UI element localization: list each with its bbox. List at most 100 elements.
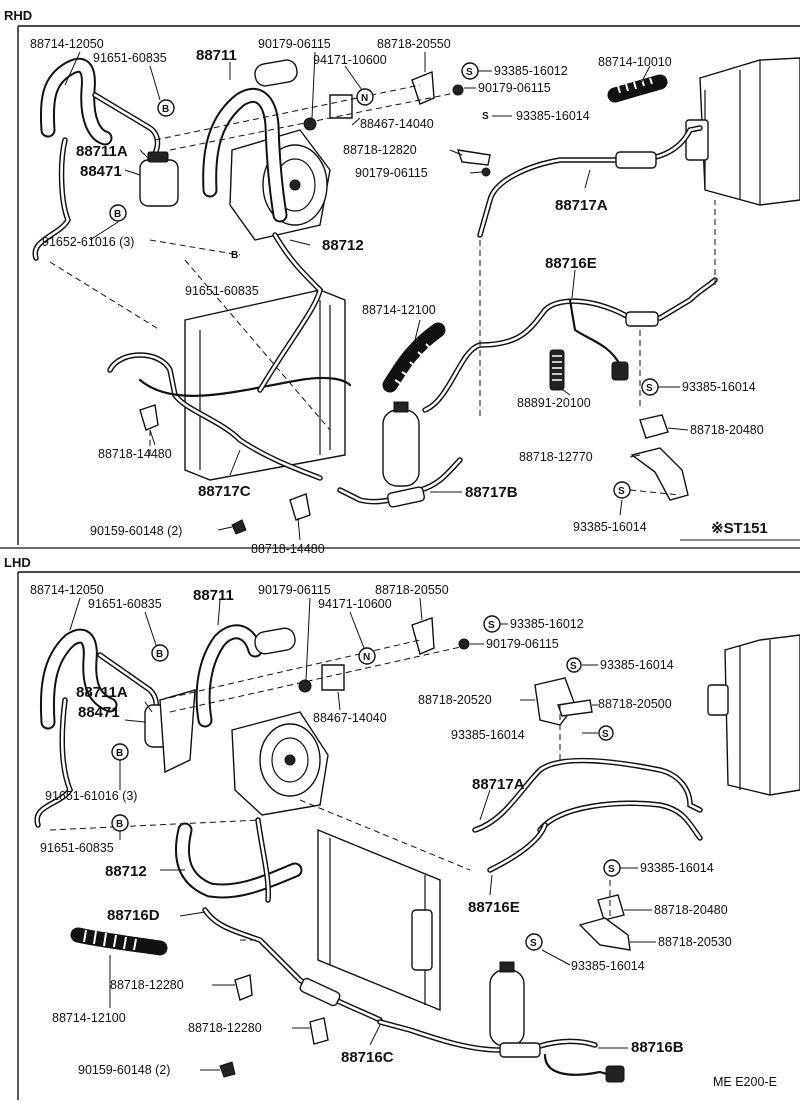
rhd-label-88712: 88712 bbox=[322, 237, 364, 254]
rhd-bracket-88718-12820 bbox=[456, 149, 491, 166]
rhd-label-88714-12100: 88714-12100 bbox=[362, 303, 436, 317]
rhd-marker-s2: S bbox=[482, 111, 489, 122]
lhd-label-88718-12280-a: 88718-12280 bbox=[110, 978, 184, 992]
lhd-label-88711: 88711 bbox=[193, 587, 234, 604]
lhd-label-88718-20520: 88718-20520 bbox=[418, 693, 492, 707]
rhd-label-88716E: 88716E bbox=[545, 255, 597, 272]
rhd-label-90159-60148: 90159-60148 (2) bbox=[90, 524, 182, 538]
lhd-label-88718-12280-b: 88718-12280 bbox=[188, 1021, 262, 1035]
lhd-evaporator-unit bbox=[707, 634, 800, 796]
rhd-bracket-88718-20550 bbox=[411, 70, 435, 105]
rhd-filter-88471 bbox=[139, 159, 179, 207]
rhd-label-88891-20100: 88891-20100 bbox=[517, 396, 591, 410]
lhd-label-88716C: 88716C bbox=[341, 1049, 394, 1066]
lhd-label-93385-16014-d: 93385-16014 bbox=[571, 959, 645, 973]
lhd-marker-s2: S bbox=[570, 661, 577, 672]
lhd-label-88467-14040: 88467-14040 bbox=[313, 711, 387, 725]
rhd-marker-b1: B bbox=[162, 104, 169, 115]
lhd-label-88471: 88471 bbox=[78, 704, 120, 721]
lhd-label-88714-12100: 88714-12100 bbox=[52, 1011, 126, 1025]
lhd-label-88716B: 88716B bbox=[631, 1039, 684, 1056]
lhd-cushion-88467-14040 bbox=[321, 664, 345, 691]
lhd-bracket-88718-20550 bbox=[411, 617, 435, 655]
lhd-marker-s5: S bbox=[530, 938, 537, 949]
rhd-nut-90179-06115-a bbox=[303, 117, 317, 131]
lhd-receiver bbox=[489, 961, 525, 1047]
lhd-marker-n: N bbox=[363, 652, 370, 663]
rhd-marker-b3: B bbox=[231, 250, 238, 261]
rhd-label-88718-20550: 88718-20550 bbox=[377, 37, 451, 51]
rhd-clamp-88718-14480-b bbox=[289, 493, 311, 521]
lhd-label-88718-20530: 88718-20530 bbox=[658, 935, 732, 949]
rhd-label-88718-14480-b: 88718-14480 bbox=[251, 542, 325, 556]
rhd-clamp-88718-14480-a bbox=[139, 404, 159, 431]
lhd-label-88718-20500: 88718-20500 bbox=[598, 697, 672, 711]
lhd-marker-s1: S bbox=[488, 620, 495, 631]
lhd-hose-cover-88714-12100 bbox=[70, 927, 168, 956]
lhd-clamp-88718-20480 bbox=[597, 894, 625, 921]
lhd-label-88712: 88712 bbox=[105, 863, 147, 880]
rhd-marker-n: N bbox=[361, 93, 368, 104]
rhd-label-93385-16014-b: 93385-16014 bbox=[682, 380, 756, 394]
lhd-label-91651-61016: 91651-61016 (3) bbox=[45, 789, 137, 803]
section-title-lhd: LHD bbox=[4, 555, 31, 570]
lhd-nut-90179-06115-b bbox=[458, 638, 470, 650]
rhd-label-93385-16014-a: 93385-16014 bbox=[516, 109, 590, 123]
lhd-label-93385-16014-b: 93385-16014 bbox=[451, 728, 525, 742]
rhd-nut-90179-06115-c bbox=[481, 167, 491, 177]
lhd-label-93385-16012: 93385-16012 bbox=[510, 617, 584, 631]
rhd-marker-s4: S bbox=[618, 486, 625, 497]
lhd-condenser bbox=[317, 828, 441, 1012]
rhd-label-88471: 88471 bbox=[80, 163, 122, 180]
lhd-marker-s4: S bbox=[608, 864, 615, 875]
rhd-markers: B B N S S S S B bbox=[109, 62, 659, 499]
rhd-label-91651-60835-a: 91651-60835 bbox=[93, 51, 167, 65]
lhd-label-88718-20480: 88718-20480 bbox=[654, 903, 728, 917]
rhd-label-88714-10010: 88714-10010 bbox=[598, 55, 672, 69]
rhd-receiver bbox=[382, 401, 420, 487]
lhd-leaders bbox=[69, 597, 656, 1071]
lhd-label-88716D: 88716D bbox=[107, 907, 160, 924]
lhd-label-90179-06115-a: 90179-06115 bbox=[258, 583, 331, 597]
lhd-nut-90179-06115-a bbox=[298, 679, 312, 693]
lhd-diagram-code: ME E200-E bbox=[713, 1075, 777, 1089]
rhd-label-88717C: 88717C bbox=[198, 483, 251, 500]
rhd-bolt-90159-60148 bbox=[231, 519, 247, 535]
rhd-label-94171-10600: 94171-10600 bbox=[313, 53, 387, 67]
lhd-bracket-88718-20500 bbox=[557, 699, 593, 717]
rhd-label-90179-06115-c: 90179-06115 bbox=[355, 166, 428, 180]
lhd-label-90179-06115-b: 90179-06115 bbox=[486, 637, 559, 651]
lhd-bolt-90159-60148 bbox=[219, 1061, 236, 1078]
lhd-marker-b1: B bbox=[156, 649, 163, 660]
lhd-label-91651-60835-a: 91651-60835 bbox=[88, 597, 162, 611]
lhd-clamp-88718-12280-b bbox=[309, 1017, 329, 1045]
lhd-marker-b3: B bbox=[116, 819, 123, 830]
rhd-label-91652-61016: 91652-61016 (3) bbox=[42, 235, 134, 249]
lhd-label-94171-10600: 94171-10600 bbox=[318, 597, 392, 611]
rhd-leaders bbox=[64, 51, 689, 541]
rhd-label-st151: ※ST151 bbox=[711, 520, 768, 537]
rhd-label-88718-12770: 88718-12770 bbox=[519, 450, 593, 464]
lhd-label-88711A: 88711A bbox=[76, 684, 128, 701]
rhd-clamp-88718-20480 bbox=[639, 414, 669, 439]
lhd-label-91651-60835-b: 91651-60835 bbox=[40, 841, 114, 855]
rhd-bracket-88718-12770 bbox=[630, 447, 689, 501]
rhd-label-90179-06115-a: 90179-06115 bbox=[258, 37, 331, 51]
lhd-drawing bbox=[34, 617, 800, 1083]
lhd-label-93385-16014-c: 93385-16014 bbox=[640, 861, 714, 875]
rhd-label-93385-16012: 93385-16012 bbox=[494, 64, 568, 78]
rhd-drawing bbox=[32, 57, 800, 535]
lhd-compressor bbox=[231, 711, 329, 816]
rhd-hose-cover-88891-20100 bbox=[549, 349, 565, 391]
lhd-label-88714-12050: 88714-12050 bbox=[30, 583, 104, 597]
rhd-label-88717B: 88717B bbox=[465, 484, 518, 501]
rhd-label-88714-12050: 88714-12050 bbox=[30, 37, 104, 51]
rhd-label-88467-14040: 88467-14040 bbox=[360, 117, 434, 131]
rhd-label-88718-20480: 88718-20480 bbox=[690, 423, 764, 437]
lhd-label-90159-60148: 90159-60148 (2) bbox=[78, 1063, 170, 1077]
lhd-label-93385-16014-a: 93385-16014 bbox=[600, 658, 674, 672]
rhd-label-91651-60835-b: 91651-60835 bbox=[185, 284, 259, 298]
lhd-marker-s3: S bbox=[602, 729, 609, 740]
rhd-marker-s1: S bbox=[466, 67, 473, 78]
rhd-label-90179-06115-b: 90179-06115 bbox=[478, 81, 551, 95]
